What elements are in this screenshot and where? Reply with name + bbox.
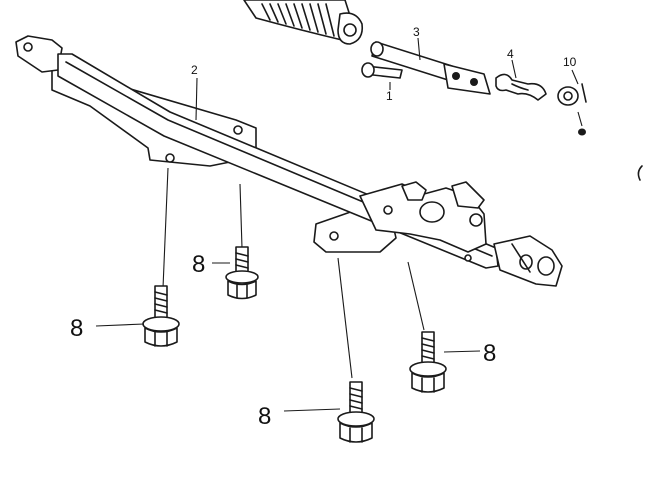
bolt-axis-lines [162,167,425,379]
callout-3: 3 [413,25,420,39]
callout-2: 2 [191,63,198,77]
callout-8-right: 8 [483,340,496,367]
mount-hole [329,231,339,241]
pivot-pin [361,62,403,79]
bolt-nut-assembly [225,246,259,300]
washer [557,83,587,106]
callout-8-upper: 8 [192,251,205,278]
callout-1: 1 [386,89,393,103]
mount-hole [464,254,472,262]
bolt-nut-assembly [409,331,447,393]
callout-10: 10 [563,55,577,69]
bolt-nut-assembly [142,285,180,347]
left-end-lug [15,35,63,73]
mount-hole [165,153,175,163]
crank-arm-assembly [370,41,491,95]
mount-hole [383,205,393,215]
mount-hole [233,125,243,135]
leader-lines [95,37,583,412]
callout-8-left: 8 [70,315,83,342]
small-nut [578,128,586,136]
callout-4: 4 [507,47,514,61]
wiper-linkage-frame [15,35,563,287]
bolt-nut-assembly [337,381,375,443]
callout-8-bottom: 8 [258,403,271,430]
spring-clip [495,73,547,101]
motor-housing-fragment [243,0,364,45]
left-end-hole [23,42,33,52]
edge-fragment-arc [637,165,643,181]
